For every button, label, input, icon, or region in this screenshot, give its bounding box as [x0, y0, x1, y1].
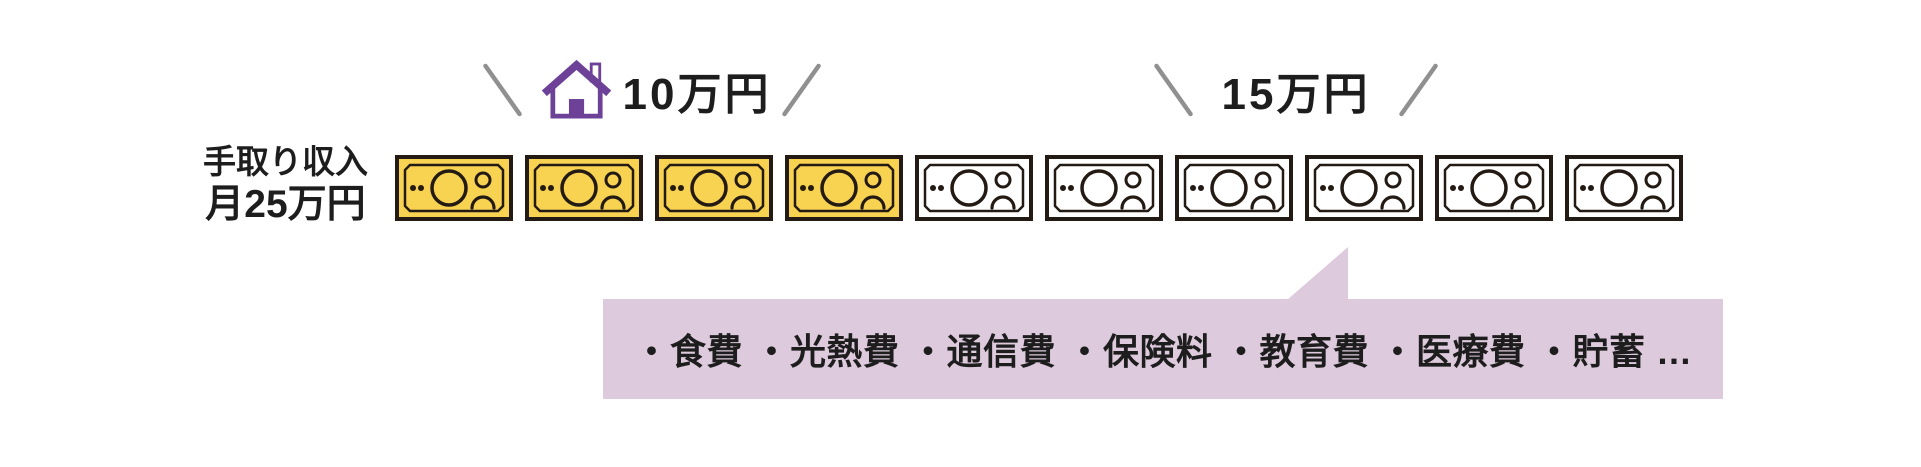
banknote-icon: [1435, 155, 1553, 221]
housing-amount: 10万円: [622, 70, 772, 119]
income-label-line1: 手取り収入: [203, 143, 368, 180]
banknotes-row: [395, 155, 1683, 221]
banknote-icon: [785, 155, 903, 221]
slash-icon: [1399, 63, 1438, 117]
expenses-bubble: ・食費 ・光熱費 ・通信費 ・保険料 ・教育費 ・医療費 ・貯蓄 …: [603, 247, 1723, 399]
living-cost-label: 15万円: [1152, 52, 1441, 128]
backslash-icon: [1154, 63, 1193, 117]
living-amount: 15万円: [1221, 70, 1371, 119]
banknote-icon: [1045, 155, 1163, 221]
income-label-line2: 月25万円: [205, 183, 366, 226]
banknote-icon: [1175, 155, 1293, 221]
slash-icon: [782, 63, 821, 117]
banknote-icon: [525, 155, 643, 221]
banknote-icon: [1305, 155, 1423, 221]
banknote-icon: [655, 155, 773, 221]
expenses-list: ・食費 ・光熱費 ・通信費 ・保険料 ・教育費 ・医療費 ・貯蓄 …: [633, 331, 1693, 372]
banknote-icon: [395, 155, 513, 221]
backslash-icon: [483, 63, 522, 117]
bubble-tail-icon: [1287, 247, 1348, 300]
banknote-icon: [1565, 155, 1683, 221]
housing-cost-label: 10万円: [481, 52, 824, 128]
banknote-icon: [915, 155, 1033, 221]
income-label: 手取り収入 月25万円: [163, 142, 408, 228]
house-icon: [541, 59, 612, 118]
